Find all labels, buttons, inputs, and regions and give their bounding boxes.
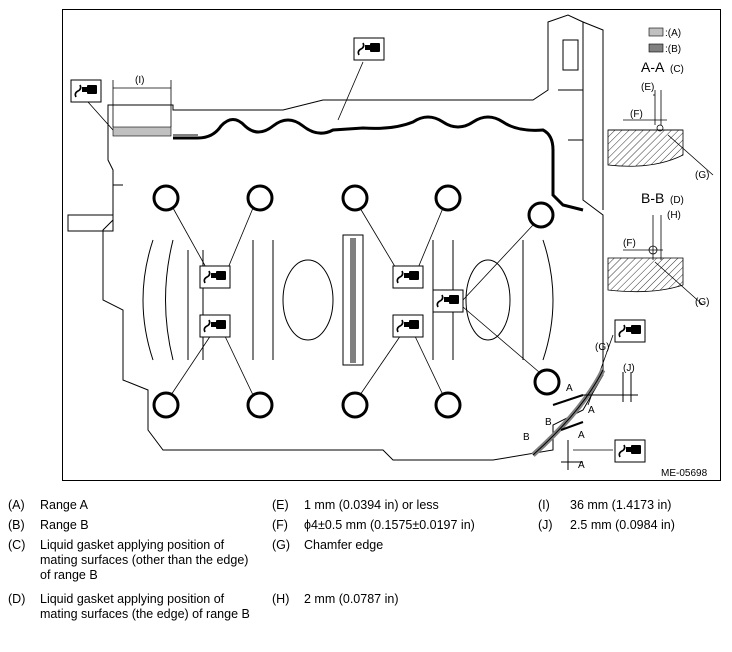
label-b1: B: [545, 417, 552, 428]
section-aa: [607, 90, 714, 176]
legend-item-c: (C) Liquid gasket applying position of m…: [8, 538, 249, 582]
liquid-gasket-icon: [614, 319, 646, 343]
section-bb: [607, 215, 704, 306]
legend-item-i: (I) 36 mm (1.4173 in): [538, 498, 672, 512]
legend: (A) Range A (B) Range B (C) Liquid gaske…: [0, 492, 732, 652]
label-f2: (F): [623, 238, 636, 249]
range-a-swatch-label: :(A): [665, 28, 681, 39]
liquid-gasket-icon: [199, 265, 231, 289]
legend-item-g: (G) Chamfer edge: [272, 538, 384, 552]
block-outline: [67, 14, 604, 461]
liquid-gasket-icon: [614, 439, 646, 463]
label-c: (C): [670, 64, 684, 75]
label-h: (H): [667, 210, 681, 221]
legend-item-b: (B) Range B: [8, 518, 89, 532]
label-a3: A: [578, 430, 585, 441]
liquid-gasket-icon: [392, 265, 424, 289]
label-d: (D): [670, 195, 684, 206]
legend-item-e: (E) 1 mm (0.0394 in) or less: [272, 498, 439, 512]
range-a-swatch: [648, 27, 664, 37]
label-f1: (F): [630, 109, 643, 120]
liquid-gasket-icon: [392, 314, 424, 338]
legend-item-a: (A) Range A: [8, 498, 88, 512]
diagram-canvas: (I): [67, 14, 714, 479]
label-g1: (G): [695, 170, 709, 181]
range-b-swatch: [648, 43, 664, 53]
corner-detail: [531, 368, 638, 470]
figure-code: ME-05698: [661, 468, 708, 479]
range-b-swatch-label: :(B): [665, 44, 681, 55]
label-j: (J): [623, 363, 635, 374]
range-a-strip: [112, 126, 172, 137]
liquid-gasket-icon: [432, 289, 464, 313]
label-a2: A: [588, 405, 595, 416]
label-e: (E): [641, 82, 654, 93]
legend-item-f: (F) ϕ4±0.5 mm (0.1575±0.0197 in): [272, 518, 475, 532]
liquid-gasket-icon: [70, 79, 102, 103]
label-g2: (G): [695, 297, 709, 308]
liquid-gasket-icon: [199, 314, 231, 338]
label-a4: A: [578, 460, 585, 471]
legend-item-d: (D) Liquid gasket applying position of m…: [8, 592, 250, 621]
cylinder-block-diagram: (I): [62, 9, 721, 481]
label-g3: (G): [595, 342, 609, 353]
legend-item-h: (H) 2 mm (0.0787 in): [272, 592, 399, 606]
section-aa-title: A-A: [641, 59, 665, 75]
section-bb-title: B-B: [641, 190, 664, 206]
bolt-holes: [152, 184, 561, 419]
liquid-gasket-icon: [353, 37, 385, 61]
range-b-strip: [350, 238, 356, 363]
label-a1: A: [566, 383, 573, 394]
legend-item-j: (J) 2.5 mm (0.0984 in): [538, 518, 675, 532]
label-i: (I): [135, 75, 144, 86]
gasket-bead: [173, 115, 584, 212]
journal-walls: [142, 234, 554, 366]
label-b2: B: [523, 432, 530, 443]
